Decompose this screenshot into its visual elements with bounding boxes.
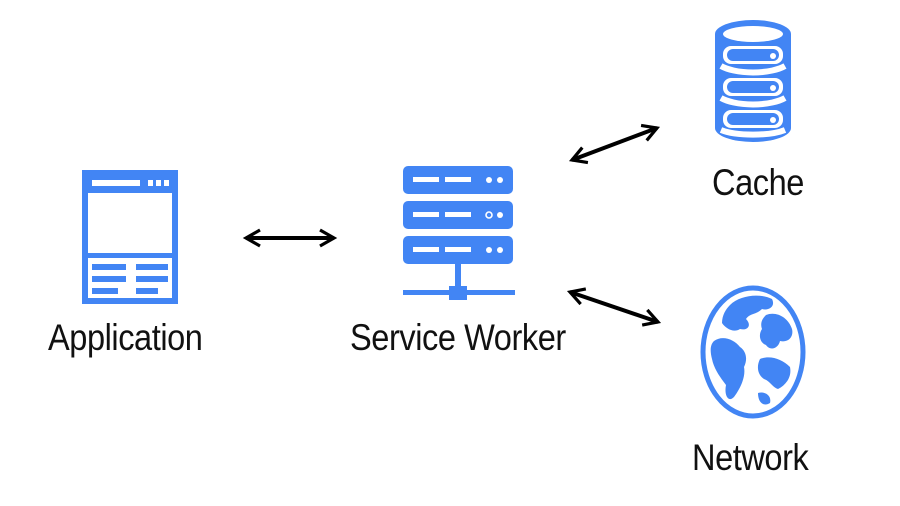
application-label: Application (48, 317, 203, 358)
database-icon (715, 20, 791, 142)
network-label: Network (692, 437, 809, 478)
cache-label: Cache (712, 162, 804, 203)
browser-window-icon (82, 170, 178, 304)
globe-icon (700, 285, 806, 419)
service-worker-label: Service Worker (350, 317, 566, 358)
server-rack-icon (403, 166, 515, 300)
